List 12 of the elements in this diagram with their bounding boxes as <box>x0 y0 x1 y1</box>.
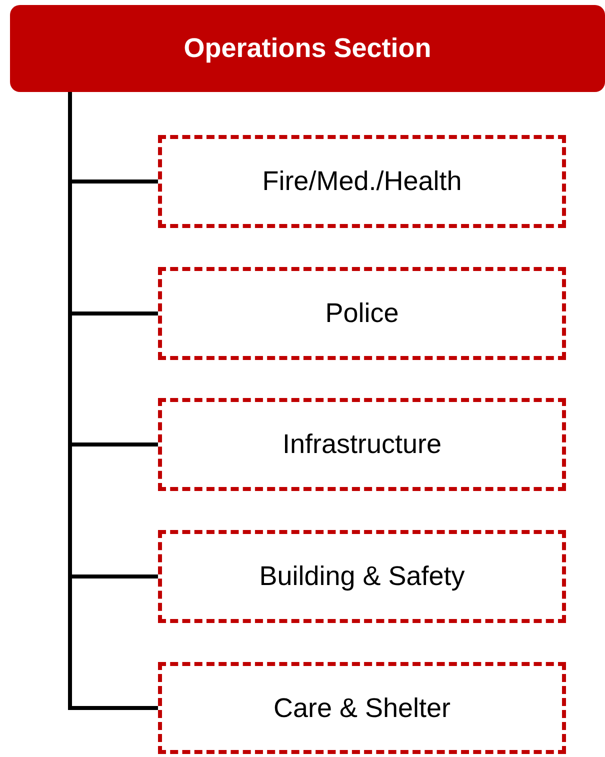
unit-box <box>158 662 566 754</box>
unit-box <box>158 398 566 491</box>
unit-label: Infrastructure <box>282 429 442 460</box>
header-title: Operations Section <box>184 33 432 64</box>
unit-box <box>158 267 566 360</box>
section-header <box>10 5 605 92</box>
unit-box <box>158 530 566 623</box>
unit-box <box>158 135 566 228</box>
unit-label: Care & Shelter <box>273 692 451 724</box>
unit-label: Building & Safety <box>259 561 465 592</box>
unit-label: Fire/Med./Health <box>262 166 462 197</box>
unit-label: Police <box>325 298 399 329</box>
